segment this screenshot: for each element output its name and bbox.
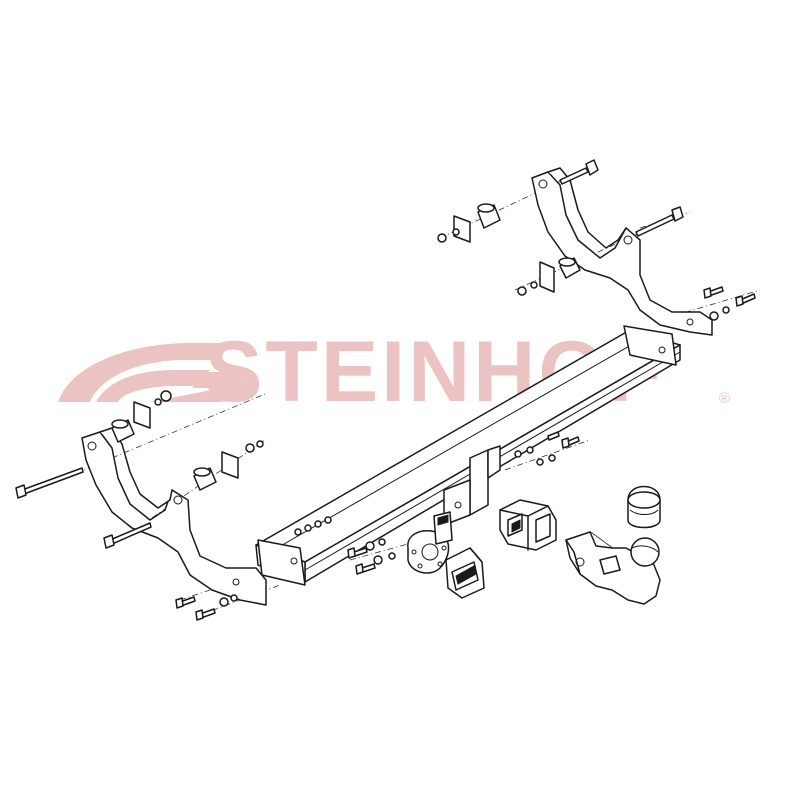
washers <box>294 446 556 565</box>
spacer-tube-1 <box>477 203 501 229</box>
bolt-right-mid <box>635 206 684 237</box>
spacer-tube-2 <box>558 257 581 279</box>
tow-ball-neck <box>565 531 661 605</box>
tow-bar-crossbeam <box>255 325 681 586</box>
short-bolt-1 <box>703 286 724 299</box>
short-bolt-5 <box>347 547 368 559</box>
spacer-tube-4 <box>193 467 217 491</box>
spacer-tube-3 <box>111 419 135 443</box>
short-bolt-4 <box>195 608 216 621</box>
nuts <box>154 228 730 607</box>
steinhof-logo-icon <box>58 343 249 402</box>
short-bolt-3 <box>175 596 196 609</box>
square-plate-2 <box>539 261 555 293</box>
square-plate-3 <box>133 401 151 429</box>
spacer-tubes <box>111 203 581 491</box>
electrical-socket <box>445 547 485 599</box>
watermark-registered-mark: ® <box>719 390 730 407</box>
bolts <box>15 159 756 621</box>
square-plates <box>133 215 555 479</box>
ball-mount-clamp <box>499 499 557 551</box>
short-bolt-8 <box>547 431 560 441</box>
bolt-left-mid <box>103 522 152 549</box>
bolt-left-long <box>15 467 84 499</box>
short-bolt-6 <box>355 563 376 575</box>
square-plate-4 <box>221 451 239 479</box>
bolt-right-top <box>559 159 599 185</box>
right-bracket <box>531 167 713 336</box>
short-bolt-2 <box>735 293 756 307</box>
short-bolt-7 <box>561 436 580 449</box>
ball-cover-cap <box>627 485 661 529</box>
left-bracket <box>81 427 267 606</box>
socket-bracket <box>433 511 453 545</box>
